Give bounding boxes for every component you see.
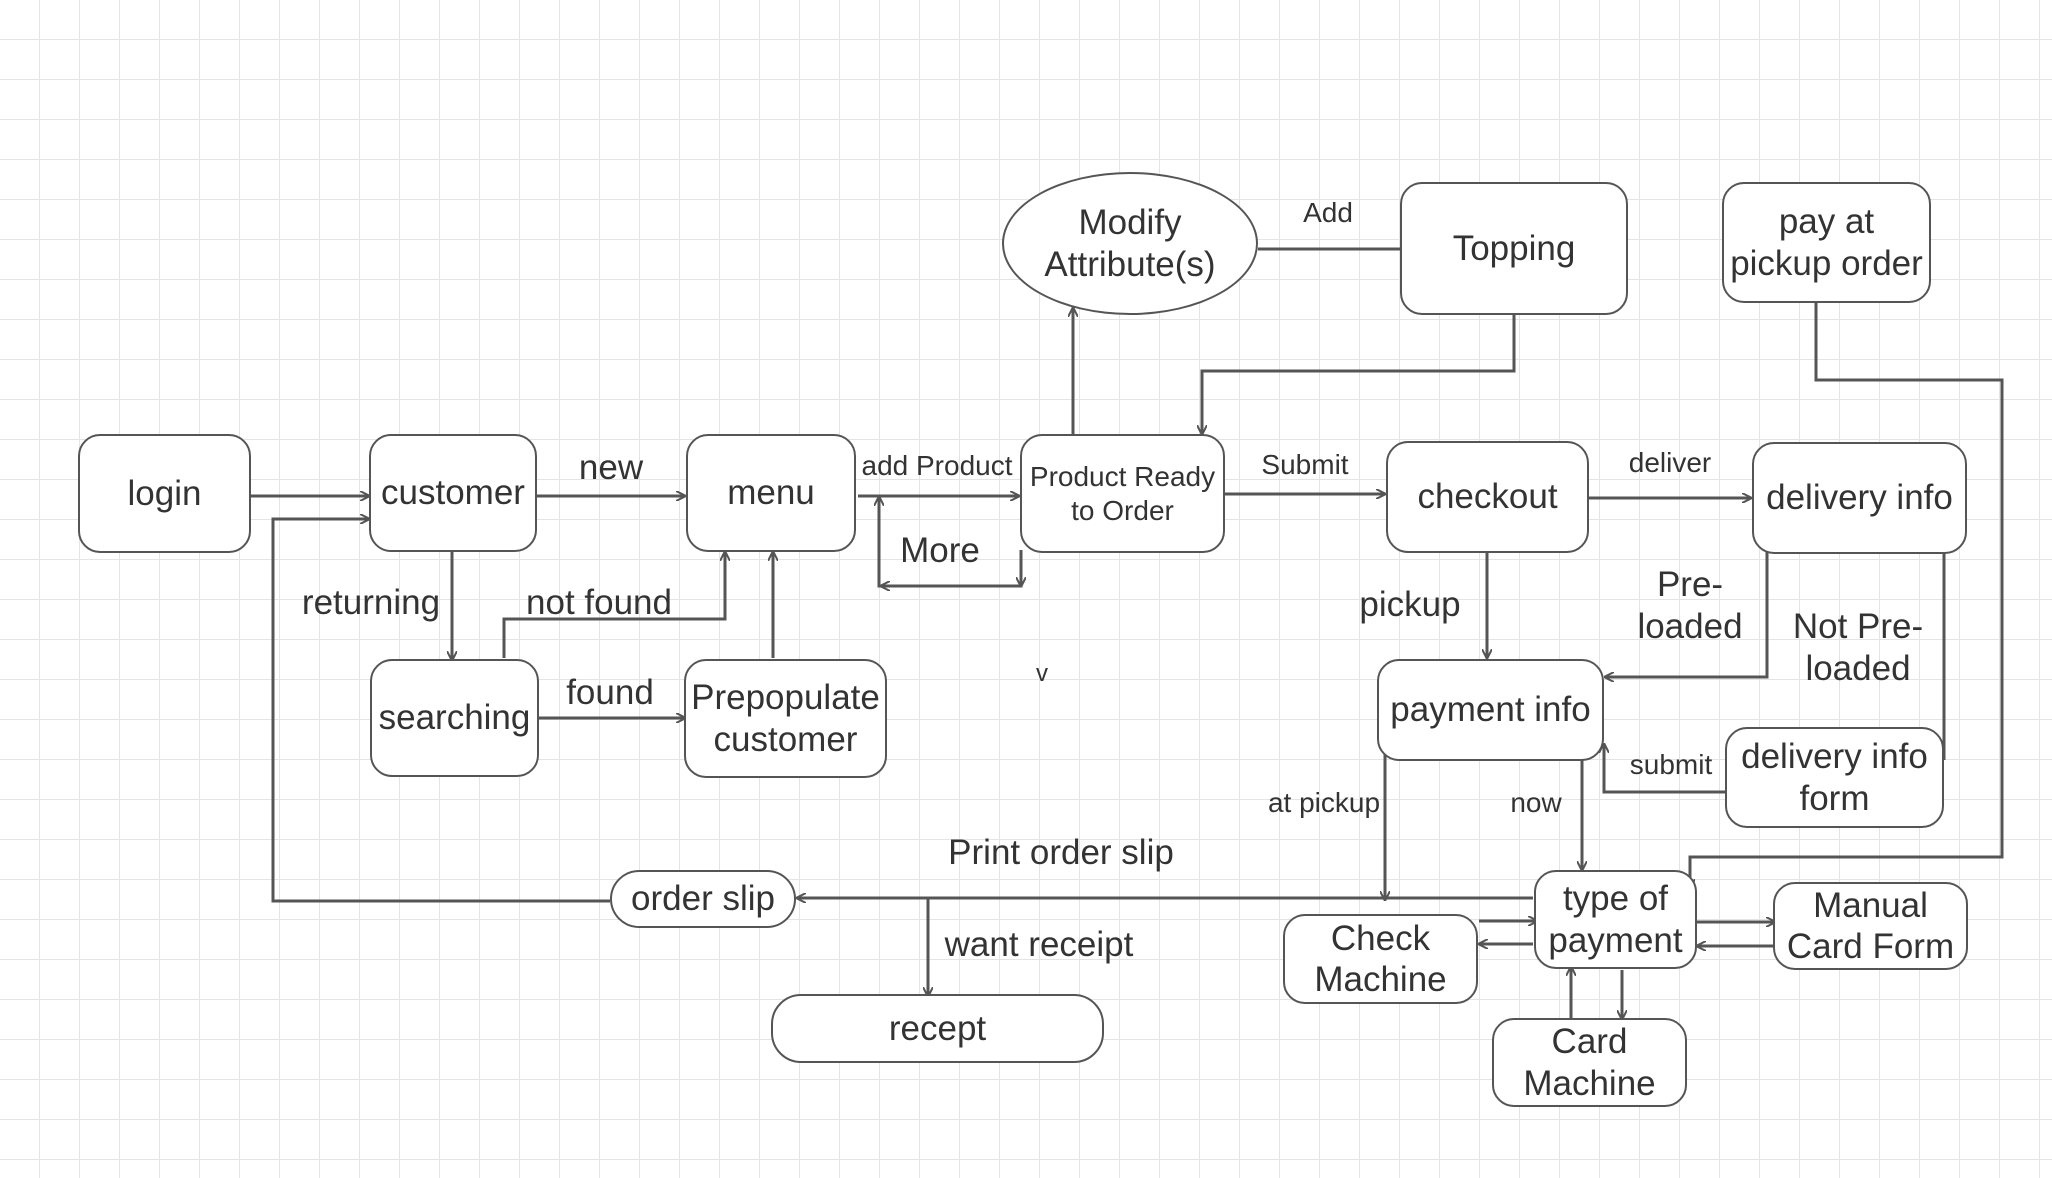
node-type-of-payment[interactable]: type of payment	[1534, 870, 1697, 969]
edge-label-not-found: not found	[526, 583, 672, 622]
node-recept[interactable]: recept	[771, 994, 1104, 1063]
node-type-of-payment-label: type of payment	[1548, 879, 1683, 960]
node-delivery-info-form[interactable]: delivery info form	[1725, 727, 1944, 828]
edge-label-submit-top: Submit	[1261, 449, 1349, 480]
node-product-ready-label: Product Ready to Order	[1029, 461, 1216, 526]
edge-label-returning: returning	[301, 583, 441, 622]
node-menu-label: menu	[727, 473, 815, 513]
node-login[interactable]: login	[78, 434, 251, 553]
edge-label-add: Add	[1303, 197, 1353, 228]
node-payment-info[interactable]: payment info	[1377, 659, 1604, 761]
edge-label-more: More	[900, 531, 980, 570]
node-product-ready[interactable]: Product Ready to Order	[1020, 434, 1225, 553]
node-pay-at-pickup[interactable]: pay at pickup order	[1722, 182, 1931, 303]
node-prepopulate-customer[interactable]: Prepopulate customer	[684, 659, 887, 778]
edge-label-now: now	[1510, 787, 1562, 818]
node-customer[interactable]: customer	[369, 434, 537, 552]
node-order-slip-label: order slip	[631, 879, 775, 919]
edge-label-at-pickup: at pickup	[1267, 787, 1381, 818]
node-topping[interactable]: Topping	[1400, 182, 1628, 315]
node-manual-card-form-label: Manual Card Form	[1786, 885, 1955, 966]
edge-label-new: new	[578, 448, 644, 487]
edge-label-pre-loaded: Pre- loaded	[1637, 565, 1743, 646]
node-prepopulate-customer-label: Prepopulate customer	[691, 678, 880, 759]
node-modify-attributes[interactable]: Modify Attribute(s)	[1002, 172, 1258, 315]
edge-delivery-payment-preloaded	[1605, 551, 1769, 677]
node-check-machine[interactable]: Check Machine	[1283, 914, 1478, 1004]
node-delivery-info-form-label: delivery info form	[1741, 737, 1928, 818]
node-topping-label: Topping	[1452, 228, 1576, 268]
edge-label-deliver: deliver	[1628, 447, 1712, 478]
edge-form-payment-submit	[1604, 744, 1726, 794]
node-modify-attributes-label: Modify Attribute(s)	[1044, 203, 1216, 284]
edge-label-print-order-slip: Print order slip	[948, 833, 1174, 872]
stray-v-text: v	[1036, 660, 1048, 687]
edge-orderslip-customer	[271, 519, 610, 903]
node-searching-label: searching	[378, 698, 531, 738]
edge-label-pickup: pickup	[1359, 585, 1461, 624]
edge-topping-product	[1202, 314, 1516, 434]
edge-label-submit-form: submit	[1629, 749, 1713, 780]
node-checkout[interactable]: checkout	[1386, 441, 1589, 553]
node-recept-label: recept	[888, 1008, 987, 1048]
node-delivery-info[interactable]: delivery info	[1752, 442, 1967, 554]
node-menu[interactable]: menu	[686, 434, 856, 552]
edge-searching-menu-not-found	[502, 552, 725, 658]
edge-label-want-receipt: want receipt	[944, 925, 1134, 964]
node-checkout-label: checkout	[1417, 477, 1558, 517]
node-searching[interactable]: searching	[370, 659, 539, 777]
node-payment-info-label: payment info	[1390, 690, 1591, 730]
node-card-machine-label: Card Machine	[1523, 1022, 1656, 1103]
node-manual-card-form[interactable]: Manual Card Form	[1773, 882, 1968, 970]
node-check-machine-label: Check Machine	[1314, 918, 1447, 999]
node-customer-label: customer	[381, 473, 525, 513]
edge-label-found: found	[566, 673, 654, 712]
edge-label-add-product: add Product	[861, 450, 1013, 481]
node-login-label: login	[127, 473, 202, 513]
node-pay-at-pickup-label: pay at pickup order	[1730, 202, 1923, 283]
node-card-machine[interactable]: Card Machine	[1492, 1018, 1687, 1107]
edge-payatpickup-type	[1690, 303, 2004, 888]
node-order-slip[interactable]: order slip	[610, 870, 796, 928]
edge-label-not-pre-loaded: Not Pre- loaded	[1792, 607, 1924, 688]
node-delivery-info-label: delivery info	[1766, 478, 1953, 518]
